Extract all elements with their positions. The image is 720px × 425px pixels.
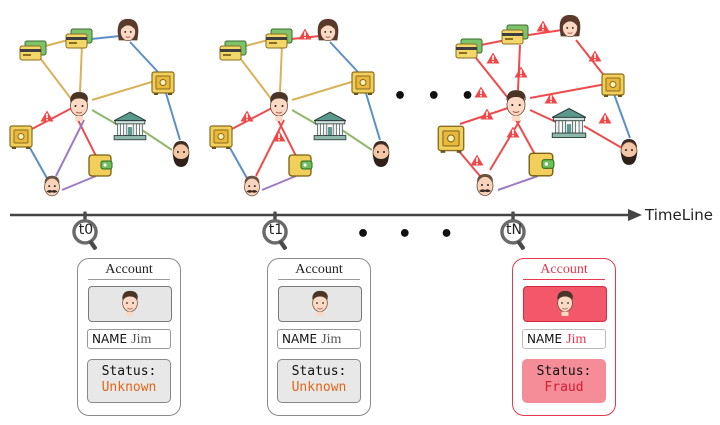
status-field: Status: Unknown bbox=[277, 359, 361, 403]
credit-card-icon bbox=[219, 40, 247, 61]
safe-icon bbox=[437, 125, 465, 154]
warning-icon bbox=[470, 154, 484, 166]
warning-icon bbox=[486, 52, 500, 64]
warning-icon bbox=[536, 20, 550, 32]
timeline-label: TimeLine bbox=[645, 206, 713, 224]
bank-icon bbox=[313, 111, 347, 141]
safe-icon bbox=[351, 71, 375, 96]
person-icon bbox=[476, 173, 494, 196]
avatar bbox=[88, 286, 172, 322]
tick-label-tN: tN bbox=[506, 222, 522, 238]
wallet-icon bbox=[88, 154, 113, 177]
safe-icon bbox=[9, 125, 33, 150]
status-value: Unknown bbox=[291, 380, 347, 395]
warning-icon bbox=[588, 50, 602, 62]
status-field: Status: Unknown bbox=[87, 359, 171, 403]
ellipsis-graphs: • • • bbox=[393, 84, 481, 109]
person-icon bbox=[172, 140, 190, 168]
credit-card-icon bbox=[455, 38, 483, 59]
person-icon bbox=[117, 18, 139, 42]
status-value: Unknown bbox=[101, 380, 157, 395]
timeline bbox=[10, 209, 642, 221]
warning-icon bbox=[506, 126, 520, 138]
card-title: Account bbox=[88, 262, 170, 280]
status-field: Status: Fraud bbox=[522, 359, 606, 403]
bank-icon bbox=[551, 107, 587, 139]
card-title: Account bbox=[278, 262, 360, 280]
transaction-graph-tN bbox=[437, 14, 638, 196]
name-value: Jim bbox=[131, 332, 152, 347]
person-icon bbox=[559, 14, 581, 38]
status-value: Fraud bbox=[544, 380, 584, 395]
graph-edges bbox=[229, 35, 381, 191]
name-label: NAME bbox=[527, 332, 563, 346]
status-label: Status: bbox=[101, 364, 157, 379]
person-icon bbox=[317, 18, 339, 42]
person-icon bbox=[44, 175, 60, 197]
name-value: Jim bbox=[321, 332, 342, 347]
warning-icon bbox=[598, 112, 612, 124]
warning-icon bbox=[40, 110, 54, 122]
credit-card-icon bbox=[65, 28, 93, 49]
person-icon bbox=[69, 91, 89, 122]
tick-label-t0: t0 bbox=[78, 222, 94, 238]
safe-icon bbox=[151, 71, 175, 96]
safe-icon bbox=[209, 125, 233, 150]
status-label: Status: bbox=[536, 364, 592, 379]
card-title: Account bbox=[523, 262, 605, 280]
transaction-graph-t1 bbox=[209, 18, 390, 197]
person-icon bbox=[269, 91, 289, 122]
name-label: NAME bbox=[282, 332, 318, 346]
warning-icon bbox=[298, 28, 312, 40]
tick-label-t1: t1 bbox=[268, 222, 284, 238]
credit-card-icon bbox=[501, 24, 529, 45]
safe-icon bbox=[601, 73, 625, 98]
name-label: NAME bbox=[92, 332, 128, 346]
ellipsis-timeline: • • • bbox=[356, 222, 464, 247]
avatar bbox=[278, 286, 362, 322]
avatar bbox=[523, 286, 607, 322]
person-icon bbox=[505, 89, 527, 122]
wallet-icon bbox=[288, 154, 313, 177]
graph-edges bbox=[29, 35, 181, 191]
bank-icon bbox=[113, 111, 147, 141]
name-value: Jim bbox=[566, 332, 587, 347]
warning-icon bbox=[240, 110, 254, 122]
person-icon bbox=[372, 140, 390, 168]
status-label: Status: bbox=[291, 364, 347, 379]
credit-card-icon bbox=[265, 28, 293, 49]
wallet-icon bbox=[528, 152, 555, 177]
credit-card-icon bbox=[19, 40, 47, 61]
person-icon bbox=[244, 175, 260, 197]
warning-icon bbox=[514, 66, 528, 78]
transaction-graph-t0 bbox=[9, 18, 190, 197]
person-icon bbox=[620, 138, 638, 166]
